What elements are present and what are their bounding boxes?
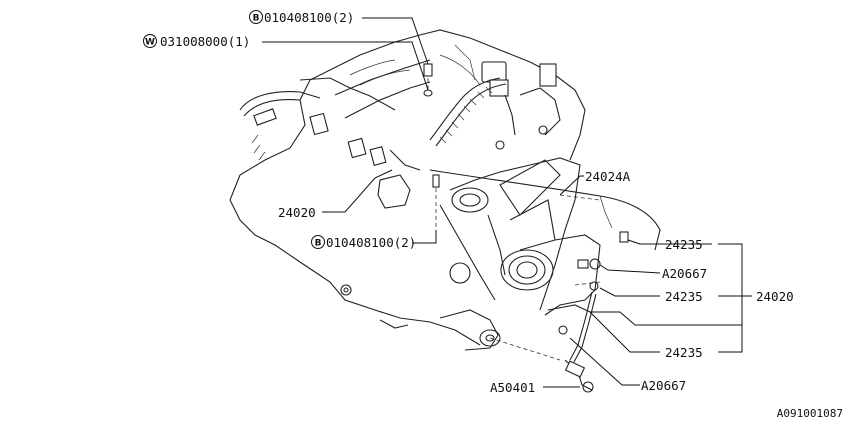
label-wire-c: 24235 (665, 345, 703, 360)
svg-text:W: W (145, 38, 155, 48)
label-clip-a: A20667 (662, 266, 707, 281)
diagram-code: A091001087 (777, 407, 843, 420)
engine-illustration (229, 29, 661, 393)
label-clip-b: A20667 (641, 378, 686, 393)
svg-text:B: B (315, 239, 322, 249)
label-sensor: A50401 (490, 380, 535, 395)
bolt-badge-icon (311, 235, 325, 249)
label-wire-b: 24235 (665, 289, 703, 304)
label-wire-a: 24235 (665, 237, 703, 252)
washer-badge-icon (143, 34, 157, 48)
label-bolt-top: 010408100(2) (264, 10, 354, 25)
label-harness-left: 24020 (278, 205, 316, 220)
leader-lines (262, 17, 752, 388)
svg-text:B: B (253, 14, 260, 24)
label-washer: 031008000(1) (160, 34, 250, 49)
bolt-badge-icon (249, 10, 263, 24)
callout-bolt-mid: B 010408100(2) (311, 235, 416, 250)
label-harness-right: 24020 (756, 289, 794, 304)
callout-washer: W 031008000(1) (143, 34, 250, 49)
callout-bolt-top: B 010408100(2) (249, 10, 354, 25)
label-cover: 24024A (585, 169, 631, 184)
label-bolt-mid: 010408100(2) (326, 235, 416, 250)
